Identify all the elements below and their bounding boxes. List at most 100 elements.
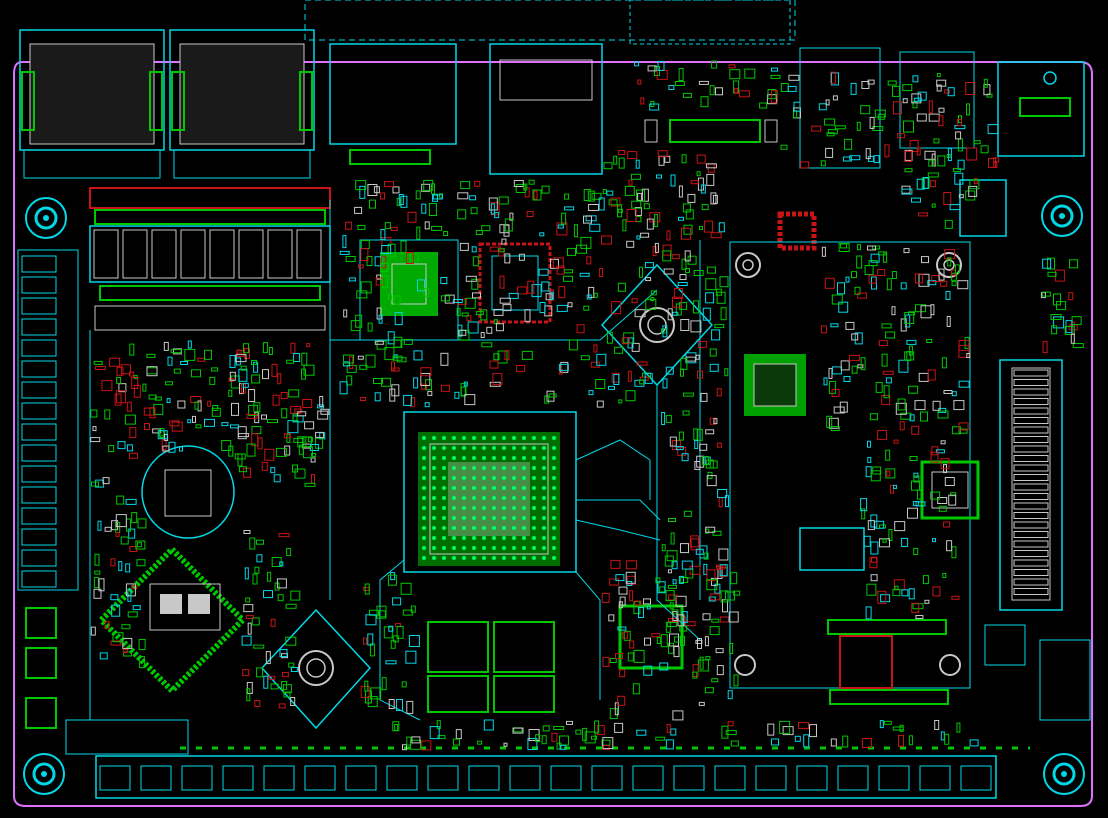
smd-pad — [645, 298, 657, 310]
smd-pad — [845, 276, 850, 283]
smd-pad — [733, 674, 739, 687]
smd-pad — [619, 596, 626, 606]
smd-pad — [930, 451, 939, 463]
smd-pad — [716, 665, 724, 676]
smd-pad — [633, 649, 645, 663]
smd-pad — [396, 198, 401, 207]
smd-pad — [97, 520, 102, 531]
smd-pad — [493, 319, 498, 325]
bga-ball — [452, 546, 456, 550]
smd-pad — [111, 604, 121, 617]
smd-pad — [284, 445, 291, 456]
smd-pad — [580, 236, 592, 249]
smd-pad — [251, 617, 260, 626]
smd-pad — [132, 605, 141, 611]
smd-pad — [90, 437, 101, 443]
smd-pad — [262, 342, 268, 354]
smd-pad — [938, 268, 945, 281]
smd-pad — [586, 256, 592, 265]
smd-pad — [297, 411, 307, 417]
smd-pad — [235, 354, 247, 363]
smd-pad — [93, 588, 102, 599]
bga-ball — [422, 436, 426, 440]
smd-pad — [907, 507, 918, 519]
smd-pad — [302, 399, 313, 408]
bga-ball — [462, 526, 466, 530]
smd-pad — [696, 171, 701, 177]
smd-pad — [794, 735, 801, 742]
smd-pad — [143, 407, 155, 416]
smd-pad — [406, 736, 412, 746]
smd-pad — [904, 168, 913, 173]
smd-pad — [535, 734, 541, 743]
smd-pad — [716, 442, 722, 448]
smd-pad — [830, 426, 840, 432]
smd-pad — [699, 225, 703, 230]
smd-pad — [709, 417, 716, 425]
smd-pad — [898, 734, 904, 747]
smd-pad — [920, 411, 928, 422]
smd-pad — [437, 735, 446, 740]
smd-pad — [866, 583, 877, 596]
bga-ball — [542, 446, 546, 450]
smd-pad — [268, 675, 276, 680]
smd-pad — [944, 249, 956, 260]
smd-pad — [513, 180, 524, 187]
smd-pad — [767, 723, 775, 736]
smd-pad — [621, 337, 630, 345]
smd-pad — [135, 540, 146, 550]
smd-pad — [637, 192, 643, 201]
header-pin — [1013, 417, 1049, 424]
bga-ball — [512, 516, 516, 520]
smd-pad — [390, 572, 396, 581]
smd-pad — [636, 361, 648, 366]
smd-pad — [424, 221, 430, 230]
smd-pad — [254, 412, 260, 424]
smd-pad — [878, 340, 888, 347]
bottom-connector — [960, 765, 992, 791]
smd-pad — [818, 103, 827, 111]
bga-ball — [482, 456, 486, 460]
smd-pad — [611, 301, 622, 315]
smd-pad — [595, 379, 606, 389]
smd-pad — [869, 413, 878, 421]
bga-ball — [492, 556, 496, 560]
smd-pad — [843, 376, 851, 382]
smd-pad — [719, 616, 729, 623]
smd-pad — [486, 326, 493, 334]
smd-pad — [138, 639, 146, 650]
smd-pad — [640, 97, 645, 105]
smd-pad — [897, 398, 906, 411]
terminal-pin — [21, 549, 57, 567]
smd-pad — [370, 687, 382, 700]
smd-pad — [771, 738, 779, 746]
smd-pad — [508, 292, 519, 299]
smd-pad — [614, 702, 619, 716]
smd-pad — [706, 266, 716, 274]
header-pin — [1013, 521, 1049, 529]
bga-ball — [422, 496, 426, 500]
smd-pad — [170, 349, 182, 354]
smd-pad — [290, 667, 298, 672]
smd-pad — [673, 288, 683, 299]
bga-ball — [462, 436, 466, 440]
bga-ball — [432, 496, 436, 500]
bga-ball — [462, 466, 466, 470]
smd-pad — [672, 611, 678, 622]
smd-pad — [879, 524, 886, 529]
smd-component-field — [21, 60, 1084, 791]
smd-pad — [699, 545, 708, 559]
smd-pad — [483, 719, 494, 731]
smd-pad — [727, 690, 733, 700]
smd-pad — [187, 419, 192, 424]
smd-pad — [831, 294, 843, 305]
smd-pad — [666, 622, 677, 627]
bga-ball — [432, 486, 436, 490]
smd-pad — [164, 381, 173, 386]
smd-pad — [304, 421, 315, 430]
smd-pad — [280, 392, 288, 399]
smd-pad — [367, 633, 374, 646]
bga-ball — [482, 536, 486, 540]
smd-pad — [649, 212, 661, 223]
bottom-connector — [304, 765, 336, 791]
